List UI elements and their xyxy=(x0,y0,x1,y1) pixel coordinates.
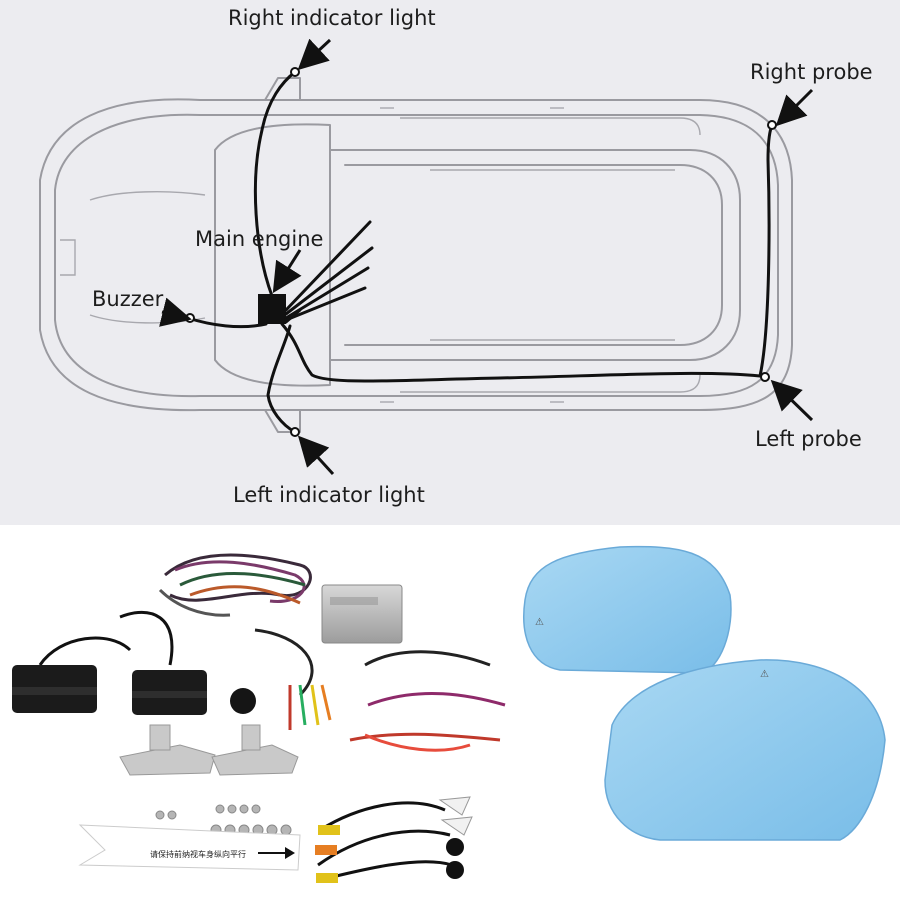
main-engine-module xyxy=(258,294,286,324)
alignment-card xyxy=(78,824,301,871)
main-engine-arrow xyxy=(272,249,302,294)
mirror-warning-icon-right: ⚠ xyxy=(760,669,769,680)
product-kit-photo: 请保持前纳视车身纵向平行 ⚠ ⚠ xyxy=(0,525,900,900)
control-box xyxy=(321,584,403,644)
right-probe-label: Right probe xyxy=(750,60,873,84)
wiring-bundle xyxy=(158,553,312,617)
left-probe-label: Left probe xyxy=(755,427,862,451)
mirror-glass-right xyxy=(604,659,886,841)
wiring-harness xyxy=(186,70,774,434)
buzzer-label: Buzzer xyxy=(92,287,164,311)
kit-components-svg: 请保持前纳视车身纵向平行 ⚠ ⚠ xyxy=(12,545,886,883)
mirror-glass-left xyxy=(523,545,732,674)
right-probe-connector xyxy=(767,120,777,130)
left-probe-connector xyxy=(760,372,770,382)
radar-sensor-right xyxy=(119,610,207,715)
left-indicator-arrow xyxy=(297,435,335,476)
harness-middle xyxy=(254,628,332,730)
buzzer-device xyxy=(230,688,256,714)
right-probe-arrow xyxy=(775,88,814,127)
right-indicator-label: Right indicator light xyxy=(228,6,436,30)
buzzer-connector xyxy=(185,313,195,323)
left-probe-arrow xyxy=(770,379,814,422)
left-indicator-label: Left indicator light xyxy=(233,483,425,507)
alignment-card-text: 请保持前纳视车身纵向平行 xyxy=(150,849,246,859)
mirror-warning-icon-left: ⚠ xyxy=(535,617,544,628)
right-indicator-connector xyxy=(290,67,300,77)
radar-sensor-left xyxy=(12,636,132,713)
wiring-diagram: Right indicator light Right probe Main e… xyxy=(0,0,900,525)
right-indicator-arrow xyxy=(297,38,332,71)
indicator-lights xyxy=(315,796,473,883)
car-wiring-svg: Right indicator light Right probe Main e… xyxy=(39,6,873,507)
left-indicator-connector xyxy=(290,427,300,437)
mounting-brackets xyxy=(119,724,299,776)
buzzer-arrow xyxy=(159,297,192,327)
main-engine-label: Main engine xyxy=(195,227,323,251)
harness-right xyxy=(349,650,506,752)
